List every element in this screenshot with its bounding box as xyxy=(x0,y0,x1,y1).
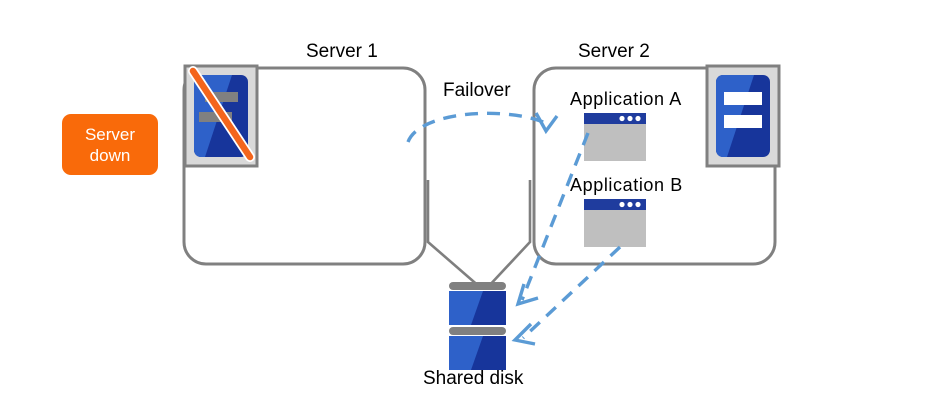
application-a-window-icon xyxy=(584,113,646,161)
server1-to-disk-connector xyxy=(426,180,482,289)
server-down-badge-line2: down xyxy=(89,145,131,165)
server2-to-disk-connector xyxy=(486,180,532,289)
server2-title: Server 2 xyxy=(578,41,650,62)
failover-label: Failover xyxy=(443,80,511,101)
application-b-to-disk-arrow xyxy=(511,245,622,346)
server2-machine-icon xyxy=(705,64,781,168)
application-a-to-disk-arrow xyxy=(515,132,590,307)
application-a-label: Application A xyxy=(570,89,682,109)
shared-disk-icon xyxy=(449,282,506,370)
failover-arrow xyxy=(406,111,559,143)
server1-machine-icon xyxy=(183,64,259,168)
shared-disk-label: Shared disk xyxy=(423,368,524,389)
server-down-badge-line1: Server xyxy=(84,124,136,144)
server-down-badge: Server down xyxy=(62,114,158,175)
server1-title: Server 1 xyxy=(306,41,378,62)
application-b-window-icon xyxy=(584,199,646,247)
application-b-label: Application B xyxy=(570,175,683,195)
